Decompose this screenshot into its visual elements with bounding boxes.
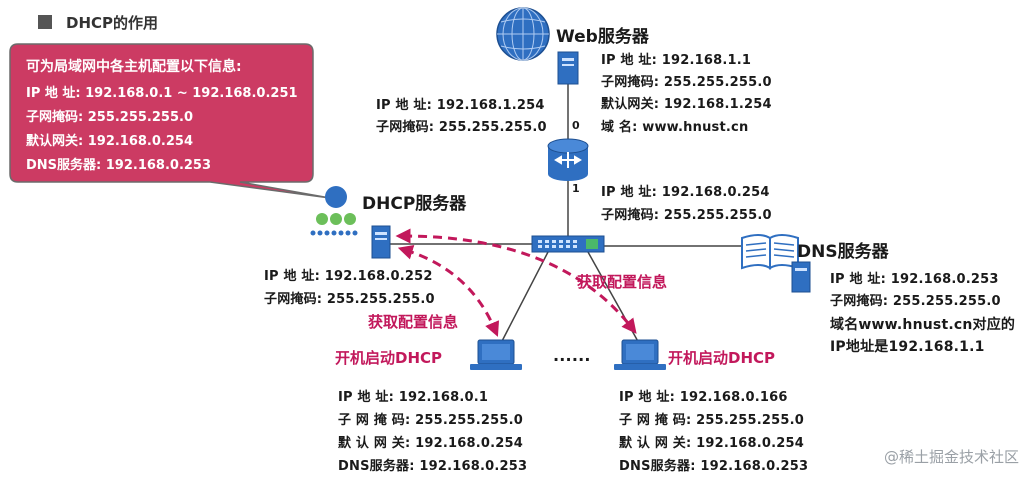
host-right-mask: 子 网 掩 码: 255.255.255.0 bbox=[619, 413, 804, 428]
host-left-gateway: 默 认 网 关: 192.168.0.254 bbox=[338, 436, 523, 451]
arrow-label-right: 获取配置信息 bbox=[577, 273, 668, 291]
callout-heading: 可为局域网中各主机配置以下信息: bbox=[26, 59, 242, 75]
switch-icon bbox=[531, 235, 605, 253]
dhcp-server-label: DHCP服务器 bbox=[362, 194, 467, 214]
more-hosts-ellipsis: ...... bbox=[553, 346, 591, 365]
laptop-left-icon bbox=[470, 339, 522, 370]
web-server-label: Web服务器 bbox=[556, 27, 649, 47]
web-server-gateway: 默认网关: 192.168.1.254 bbox=[601, 97, 772, 112]
link-switch-hostright bbox=[587, 251, 641, 346]
web-server-icon bbox=[557, 51, 579, 85]
book-icon bbox=[741, 234, 799, 270]
dhcp-server-mask: 子网掩码: 255.255.255.0 bbox=[264, 292, 435, 307]
host-right-dns: DNS服务器: 192.168.0.253 bbox=[619, 459, 809, 474]
router-port0-number: 0 bbox=[572, 119, 580, 132]
host-left-label: 开机启动DHCP bbox=[335, 349, 443, 367]
arrow-dhcp-hostright bbox=[395, 228, 637, 334]
callout-mask: 子网掩码: 255.255.255.0 bbox=[26, 110, 193, 125]
watermark: @稀土掘金技术社区 bbox=[883, 448, 1019, 466]
host-right-ip: IP 地 址: 192.168.0.166 bbox=[619, 390, 788, 405]
dhcp-server-ip: IP 地 址: 192.168.0.252 bbox=[264, 269, 433, 284]
web-server-ip: IP 地 址: 192.168.1.1 bbox=[601, 53, 752, 68]
router-port1-number: 1 bbox=[572, 182, 580, 195]
dns-server-label: DNS服务器 bbox=[797, 242, 889, 262]
callout-dns: DNS服务器: 192.168.0.253 bbox=[26, 158, 212, 173]
dns-server-ip: IP 地 址: 192.168.0.253 bbox=[830, 272, 999, 287]
callout-bubble bbox=[9, 43, 331, 199]
callout-gateway: 默认网关: 192.168.0.254 bbox=[26, 134, 193, 149]
router-port1-mask: 子网掩码: 255.255.255.0 bbox=[601, 208, 772, 223]
router-port1-ip: IP 地 址: 192.168.0.254 bbox=[601, 185, 770, 200]
dns-server-note1: 域名www.hnust.cn对应的 bbox=[830, 317, 1016, 333]
web-server-mask: 子网掩码: 255.255.255.0 bbox=[601, 75, 772, 90]
dhcp-server-icon bbox=[371, 225, 391, 259]
arrow-label-left: 获取配置信息 bbox=[368, 313, 459, 331]
host-left-mask: 子 网 掩 码: 255.255.255.0 bbox=[338, 413, 523, 428]
host-left-ip: IP 地 址: 192.168.0.1 bbox=[338, 390, 489, 405]
laptop-right-icon bbox=[614, 339, 666, 370]
host-left-dns: DNS服务器: 192.168.0.253 bbox=[338, 459, 528, 474]
router-icon bbox=[547, 138, 589, 181]
page-title: DHCP的作用 bbox=[66, 14, 159, 32]
globe-icon bbox=[496, 7, 550, 61]
web-server-domain: 域 名: www.hnust.cn bbox=[601, 120, 749, 135]
dhcp-person-icon bbox=[310, 186, 358, 236]
router-port0-mask: 子网掩码: 255.255.255.0 bbox=[376, 120, 547, 135]
title-square-icon bbox=[38, 15, 52, 29]
dns-server-mask: 子网掩码: 255.255.255.0 bbox=[830, 294, 1001, 309]
dns-server-note2: IP地址是192.168.1.1 bbox=[830, 339, 985, 355]
callout-ip: IP 地 址: 192.168.0.1 ~ 192.168.0.251 bbox=[26, 86, 298, 101]
link-switch-hostleft bbox=[499, 251, 549, 346]
router-port0-ip: IP 地 址: 192.168.1.254 bbox=[376, 98, 545, 113]
host-right-gateway: 默 认 网 关: 192.168.0.254 bbox=[619, 436, 804, 451]
dns-server-icon bbox=[791, 261, 811, 293]
host-right-label: 开机启动DHCP bbox=[668, 349, 776, 367]
